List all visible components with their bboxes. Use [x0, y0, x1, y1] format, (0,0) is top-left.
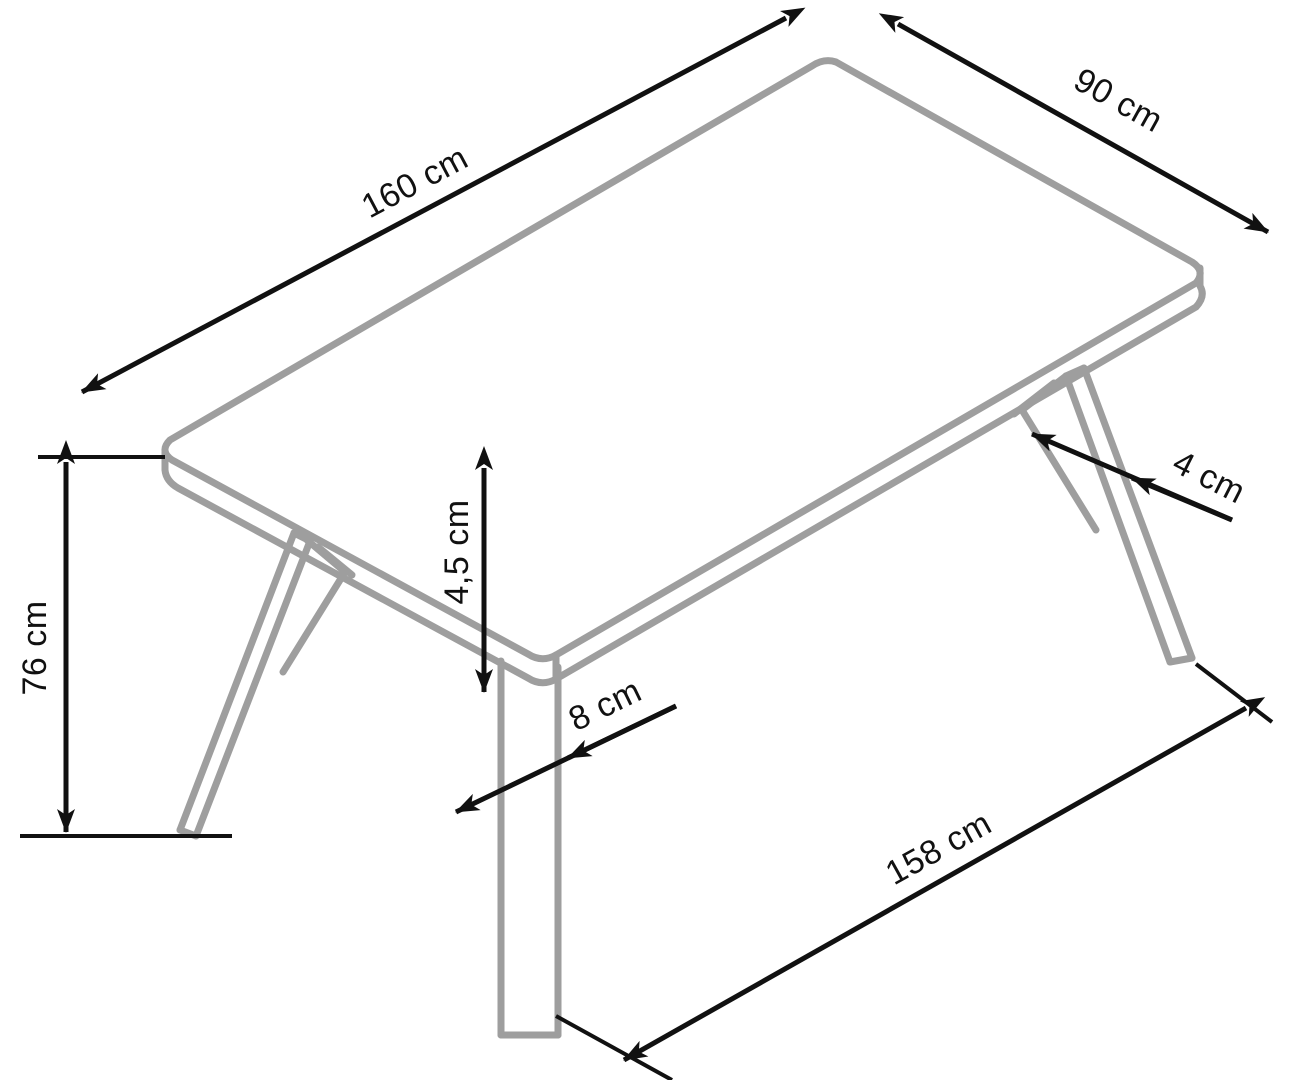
leg-front-center	[497, 657, 562, 1039]
dimension-label-8: 8 cm	[563, 671, 648, 738]
dimension-line-90	[878, 13, 1270, 235]
leg-brace-left	[279, 536, 356, 676]
extension-line-158-left	[555, 1014, 673, 1080]
dimension-line-4-inner-arrow	[1131, 475, 1233, 523]
dimension-label-45: 4,5 cm	[438, 499, 476, 604]
tabletop-edge-right	[552, 264, 1206, 683]
dimension-label-4: 4 cm	[1167, 443, 1252, 511]
tabletop-edge-left	[161, 448, 560, 687]
leg-left-rear	[176, 529, 314, 840]
dimension-label-76: 76 cm	[16, 600, 54, 695]
leg-brace-right	[1010, 372, 1100, 534]
table-object	[161, 57, 1206, 1039]
extension-line-158-right	[1194, 662, 1274, 724]
dimension-line-160	[80, 7, 806, 395]
dimension-lines	[20, 7, 1274, 1080]
dimension-line-158	[622, 697, 1266, 1063]
